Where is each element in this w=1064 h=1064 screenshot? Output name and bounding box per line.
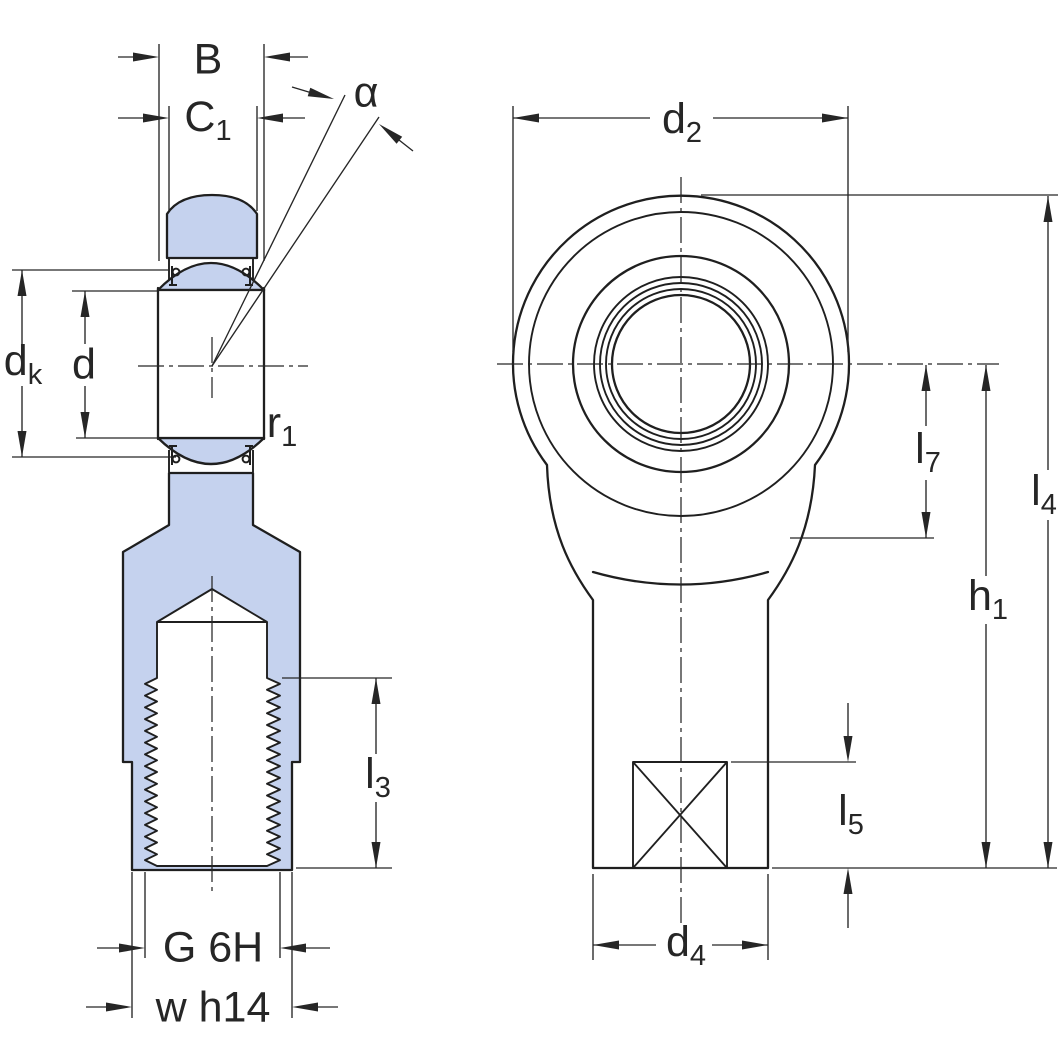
dim-label-l7: l7	[915, 425, 941, 479]
dim-label-d: d	[72, 340, 96, 389]
dim-label-B: B	[193, 35, 223, 84]
dim-label-d4: d4	[665, 918, 707, 972]
seal-icon	[241, 445, 253, 465]
section-view	[12, 44, 414, 1018]
section-dimensions	[12, 44, 392, 1018]
seal-icon	[169, 266, 181, 286]
dim-label-l5: l5	[838, 787, 864, 841]
dim-label-h1: h1	[967, 572, 1009, 626]
front-dimensions	[512, 106, 1058, 960]
front-view	[497, 106, 1058, 960]
dim-label-dk: dk	[3, 337, 43, 391]
dim-label-r1: r1	[266, 399, 298, 453]
ball-bottom-cap	[156, 436, 266, 466]
wrench-flat-marker	[632, 761, 728, 869]
dim-label-G6H: G 6H	[162, 923, 264, 972]
seal-icon	[169, 445, 181, 465]
spherical-ball	[156, 261, 266, 466]
dim-label-wh14: w h14	[155, 983, 271, 1032]
housing-dome	[165, 193, 259, 260]
head-shank-boundary	[591, 570, 770, 586]
front-centerlines	[497, 177, 999, 928]
section-centerlines	[138, 337, 308, 894]
dim-label-d2: d2	[661, 95, 703, 149]
dim-label-C1: C1	[184, 93, 232, 147]
dim-label-l3: l3	[365, 750, 391, 804]
alpha-angle-lines	[211, 86, 414, 367]
dim-label-alpha: α	[353, 68, 379, 117]
dim-label-l4: l4	[1031, 467, 1057, 521]
